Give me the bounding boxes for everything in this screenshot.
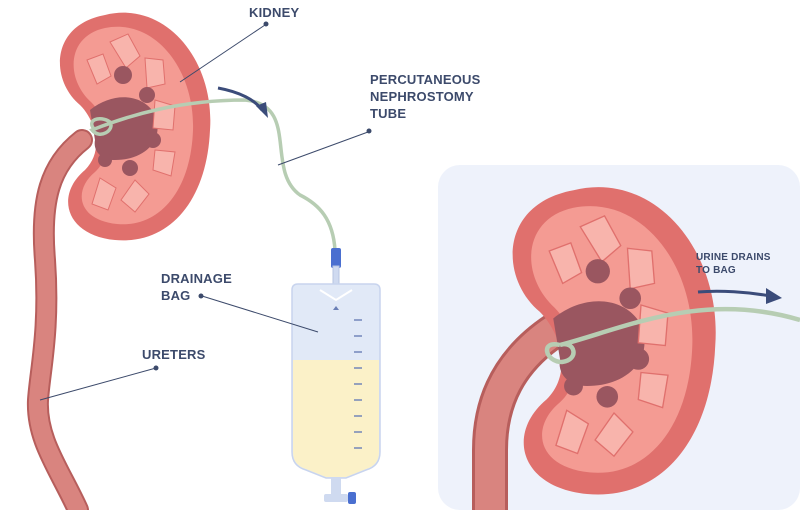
drainage-bag bbox=[291, 248, 381, 504]
left-kidney bbox=[26, 12, 211, 510]
ureters-dot bbox=[153, 365, 159, 371]
tube-label-line1: PERCUTANEOUS bbox=[370, 72, 481, 87]
nephrostomy-tube bbox=[89, 98, 337, 251]
tube-leader bbox=[277, 131, 369, 166]
kidney-label: KIDNEY bbox=[249, 5, 300, 20]
bag-dot bbox=[198, 293, 204, 299]
inset-tube bbox=[544, 306, 800, 365]
ureters-label: URETERS bbox=[142, 347, 206, 362]
kidney-leader bbox=[179, 24, 266, 83]
urine-arrow bbox=[697, 289, 771, 298]
bag-label-line2: BAG bbox=[161, 288, 191, 303]
kidney-dot bbox=[263, 21, 269, 27]
bag-label-line1: DRAINAGE bbox=[161, 271, 232, 286]
right-kidney bbox=[472, 186, 800, 510]
urine-label-line2: TO BAG bbox=[696, 265, 736, 276]
urine-label-line1: URINE DRAINS bbox=[696, 252, 771, 263]
tube-label-line2: NEPHROSTOMY bbox=[370, 89, 474, 104]
tube-dot bbox=[366, 128, 372, 134]
tube-label-line3: TUBE bbox=[370, 106, 407, 121]
bag-leader bbox=[201, 295, 319, 333]
ureters-leader bbox=[39, 367, 157, 401]
